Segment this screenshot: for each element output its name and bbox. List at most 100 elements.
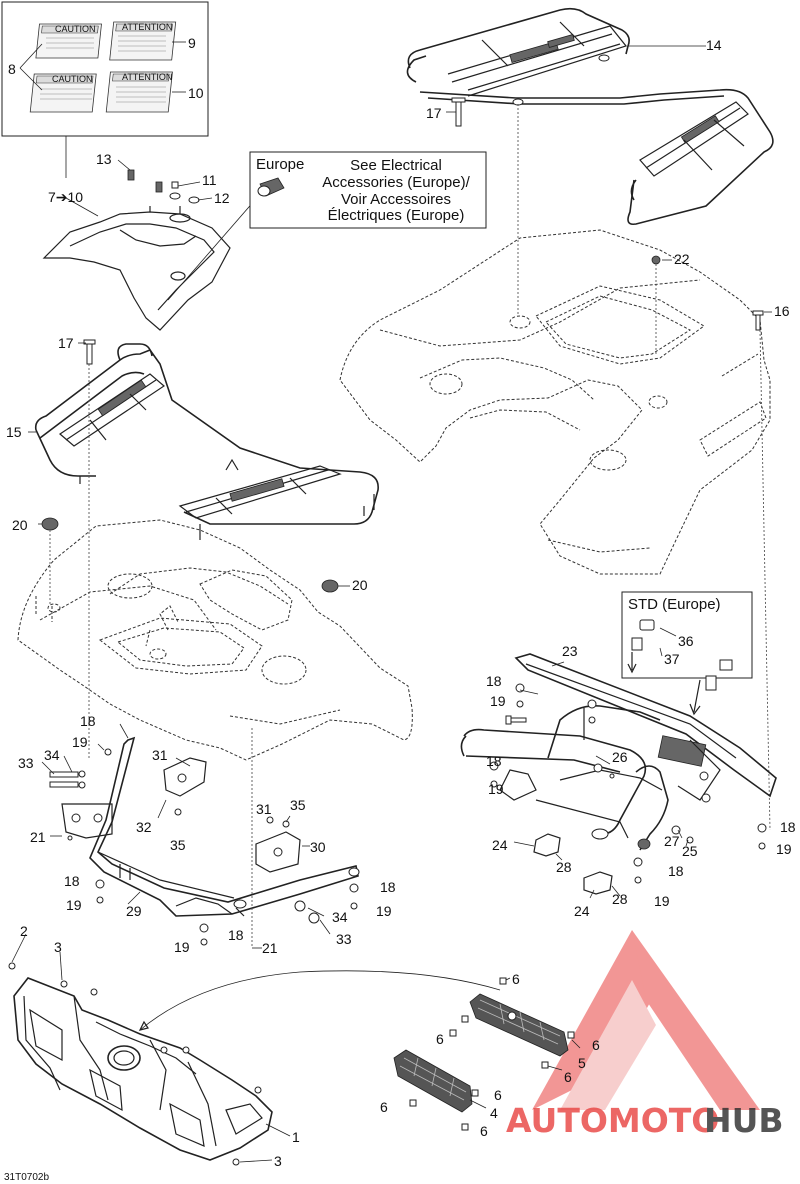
callout-27: 27 — [664, 833, 680, 849]
callout-9: 9 — [188, 35, 196, 51]
callout-35b: 35 — [290, 797, 306, 813]
callout-34b: 34 — [332, 909, 348, 925]
callout-35a: 35 — [170, 837, 186, 853]
callout-36: 36 — [678, 633, 694, 649]
callout-20a: 20 — [12, 517, 28, 533]
callout-22: 22 — [674, 251, 690, 267]
watermark-text: AUTOMOTO HUB — [506, 1101, 784, 1140]
caution-label-bottom: CAUTION — [29, 73, 97, 113]
rear-frame — [460, 653, 777, 899]
callout-8: 8 — [8, 61, 16, 77]
watermark-logo — [532, 930, 760, 1110]
europe-line3: Voir Accessoires — [341, 191, 451, 208]
callout-6e: 6 — [494, 1087, 502, 1103]
callout-26: 26 — [612, 749, 628, 765]
callout-34a: 34 — [44, 747, 60, 763]
callout-18b: 18 — [64, 873, 80, 889]
bolt-icon — [83, 339, 96, 365]
callout-18h: 18 — [780, 819, 796, 835]
callout-28a: 28 — [556, 859, 572, 875]
callout-6f: 6 — [380, 1099, 388, 1115]
europe-heading: Europe — [256, 156, 304, 173]
rear-fender — [339, 229, 772, 831]
callout-19a: 19 — [72, 734, 88, 750]
callout-28b: 28 — [612, 891, 628, 907]
callout-37: 37 — [664, 651, 680, 667]
mount-plate — [61, 803, 113, 839]
grille-lower — [393, 1049, 473, 1113]
callout-6a: 6 — [512, 971, 520, 987]
bolt-icon — [505, 715, 527, 725]
callout-6g: 6 — [480, 1123, 488, 1139]
callout-24a: 24 — [492, 837, 508, 853]
callout-24b: 24 — [574, 903, 590, 919]
callout-19c: 19 — [174, 939, 190, 955]
callout-19g: 19 — [654, 893, 670, 909]
callout-18g: 18 — [668, 863, 684, 879]
callout-29: 29 — [126, 903, 142, 919]
callout-33a: 33 — [18, 755, 34, 771]
svg-text:ATTENTION: ATTENTION — [122, 22, 172, 32]
callout-7-10: 7➔10 — [48, 189, 83, 205]
europe-note-box: Europe See Electrical Accessories (Europ… — [249, 151, 487, 229]
callout-16: 16 — [774, 303, 790, 319]
std-europe-box: STD (Europe) — [621, 591, 753, 716]
svg-text:CAUTION: CAUTION — [55, 24, 96, 34]
callout-6c: 6 — [592, 1037, 600, 1053]
callout-32: 32 — [136, 819, 152, 835]
callout-21b: 21 — [262, 940, 278, 956]
label-support-panel — [42, 159, 263, 331]
callout-11: 11 — [202, 172, 217, 188]
callout-31b: 31 — [256, 801, 272, 817]
grommet-icon — [41, 517, 339, 593]
connector-plug-icon — [257, 177, 285, 197]
europe-line1: See Electrical — [350, 157, 442, 174]
callout-18a: 18 — [80, 713, 96, 729]
screw-icon — [752, 310, 764, 331]
callout-6b: 6 — [436, 1031, 444, 1047]
callout-33b: 33 — [336, 931, 352, 947]
callout-19f: 19 — [488, 781, 504, 797]
plug-icon — [651, 255, 661, 265]
callout-6d: 6 — [564, 1069, 572, 1085]
clip-icon — [409, 977, 575, 1131]
callout-17b: 17 — [58, 335, 74, 351]
figure-code: 31T0702b — [4, 1172, 49, 1183]
callout-3a: 3 — [54, 939, 62, 955]
callout-19h: 19 — [776, 841, 792, 857]
mount-plate — [255, 831, 301, 873]
callout-17a: 17 — [426, 105, 442, 121]
screw-icon — [127, 169, 200, 204]
callout-20b: 20 — [352, 577, 368, 593]
safety-labels-panel: CAUTION ATTENTION CAUTION ATTENTION — [1, 1, 209, 178]
svg-text:AUTOMOTO: AUTOMOTO — [506, 1101, 719, 1140]
callout-10: 10 — [188, 85, 204, 101]
callout-31a: 31 — [152, 747, 168, 763]
front-fender — [17, 517, 413, 761]
attention-label-bottom: ATTENTION — [105, 71, 173, 113]
callout-19d: 19 — [376, 903, 392, 919]
callout-numbers: 8 9 10 7➔10 1 3 11 12 14 17 22 16 17 15 2… — [4, 35, 796, 1183]
callout-21a: 21 — [30, 829, 46, 845]
grille-upper — [469, 993, 569, 1057]
washer-icon — [489, 683, 767, 884]
callout-15: 15 — [6, 424, 22, 440]
screw-icon — [8, 962, 262, 1166]
callout-25: 25 — [682, 843, 698, 859]
front-rack — [28, 339, 379, 760]
callout-30: 30 — [310, 839, 326, 855]
svg-text:HUB: HUB — [704, 1101, 784, 1140]
mount-plate — [163, 757, 207, 797]
callout-12: 12 — [214, 190, 230, 206]
rear-rack — [406, 7, 774, 316]
callout-18c: 18 — [228, 927, 244, 943]
callout-14: 14 — [706, 37, 722, 53]
bolt-icon — [451, 97, 466, 127]
europe-line2: Accessories (Europe)/ — [322, 174, 470, 191]
callout-1: 1 — [292, 1129, 300, 1145]
callout-19b: 19 — [66, 897, 82, 913]
front-bumper — [8, 933, 501, 1166]
svg-text:CAUTION: CAUTION — [52, 74, 93, 84]
callout-2: 2 — [20, 923, 28, 939]
